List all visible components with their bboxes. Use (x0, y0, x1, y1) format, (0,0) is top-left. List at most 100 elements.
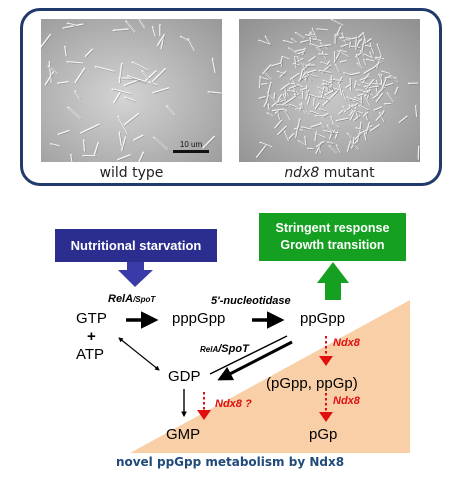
cell-rod (277, 94, 283, 101)
cell-rod-shadow (370, 44, 376, 55)
cell-rod-shadow (290, 73, 301, 81)
cell-rod-shadow (283, 94, 287, 101)
cell-rod-shadow (339, 77, 343, 85)
cell-rod-shadow (297, 57, 306, 68)
cell-rod (334, 63, 340, 73)
cell-rod (375, 79, 380, 88)
cell-rod (94, 65, 115, 73)
cell-rod (305, 89, 310, 101)
cell-rod-shadow (376, 116, 382, 122)
cell-rod (325, 60, 331, 66)
cell-rod-shadow (390, 75, 396, 81)
cell-rod-shadow (167, 106, 176, 117)
cell-rod (284, 109, 291, 121)
cell-rod (330, 19, 344, 27)
cell-rod-shadow (350, 42, 352, 49)
cell-rod-shadow (326, 61, 331, 67)
ndx8-arrow-3 (197, 392, 211, 420)
cell-rod-shadow (350, 107, 358, 111)
cell-rod-shadow (382, 71, 390, 75)
cell-rod (339, 60, 348, 63)
cell-rod (315, 133, 326, 139)
cell-rod-shadow (376, 81, 381, 88)
cell-rod-shadow (356, 128, 363, 131)
cell-rod-shadow (275, 110, 281, 115)
atp-label: ATP (76, 346, 105, 363)
cell-rod-shadow (293, 94, 300, 100)
gtp-label: GTP (76, 310, 107, 327)
cell-rod-shadow (290, 85, 300, 90)
cell-rod (275, 104, 288, 107)
cell-rod (316, 28, 329, 31)
cell-rod-shadow (303, 48, 307, 56)
cell-rod-shadow (336, 118, 349, 122)
cell-rod-shadow (322, 113, 330, 118)
cell-rod (335, 144, 341, 153)
cell-rod (300, 126, 312, 130)
cell-rod (143, 70, 157, 83)
cell-rod (133, 134, 144, 141)
cell-rod-shadow (330, 131, 336, 140)
cell-rod (398, 115, 408, 124)
cell-rod (326, 130, 334, 134)
wild-type-caption: wild type (99, 165, 164, 181)
cell-rod-shadow (278, 112, 281, 120)
plus-label: + (87, 328, 96, 345)
cell-rod (365, 122, 370, 135)
mutant-micrograph (239, 19, 420, 162)
cell-rod (111, 88, 132, 95)
cell-rod-shadow (318, 87, 329, 94)
cell-rod-shadow (330, 80, 343, 82)
cell-rod-shadow (348, 141, 352, 153)
cell-rod (365, 58, 374, 62)
cell-rod (309, 43, 321, 48)
cell-rod-shadow (114, 93, 121, 104)
cell-rod-shadow (331, 84, 335, 93)
mutant-caption: ndx8 mutant (239, 165, 420, 181)
cell-rod-shadow (355, 97, 362, 102)
cell-rod-shadow (354, 133, 363, 142)
cell-rod-shadow (340, 61, 348, 63)
cell-rod (318, 44, 332, 48)
cell-rod (267, 103, 270, 111)
cell-rod (362, 53, 374, 59)
stringent-line-1: Stringent response (275, 221, 390, 235)
cell-rod-shadow (124, 114, 140, 127)
cell-rod-shadow (385, 77, 393, 80)
cell-rod-shadow (305, 111, 311, 117)
cell-rod (318, 108, 327, 112)
cell-rod (289, 72, 300, 80)
cell-rod-shadow (63, 24, 84, 30)
cell-rod (258, 75, 261, 89)
cell-rod (152, 68, 167, 82)
cell-rod-shadow (301, 88, 309, 92)
cell-rod (277, 111, 281, 120)
cell-rod-shadow (380, 113, 386, 123)
mutant-cells-image (239, 19, 420, 162)
cell-rod-shadow (350, 111, 355, 117)
cell-rod-shadow (356, 90, 363, 92)
cell-rod-shadow (287, 90, 298, 94)
cell-rod-shadow (126, 21, 136, 33)
cell-rod (343, 72, 351, 76)
cell-rod-shadow (81, 124, 100, 134)
starvation-arrow (118, 262, 153, 287)
cell-rod-shadow (277, 101, 285, 104)
cell-rod-shadow (336, 27, 342, 38)
mutant-caption-suffix: mutant (319, 165, 375, 181)
cell-rod-shadow (370, 52, 376, 63)
cell-rod-shadow (376, 87, 379, 93)
cell-rod-shadow (366, 80, 375, 90)
cell-rod-shadow (310, 111, 320, 116)
cell-rod (364, 44, 372, 48)
cell-rod-shadow (366, 45, 372, 48)
cell-rod (343, 104, 354, 113)
gdp-label: GDP (168, 368, 201, 385)
cell-rod-shadow (317, 47, 322, 53)
cell-rod (337, 109, 344, 115)
cell-rod-shadow (363, 74, 370, 83)
cell-rod (308, 56, 316, 62)
cell-rod-shadow (113, 29, 130, 32)
cell-rod (261, 83, 268, 85)
cell-rod-shadow (296, 127, 299, 139)
